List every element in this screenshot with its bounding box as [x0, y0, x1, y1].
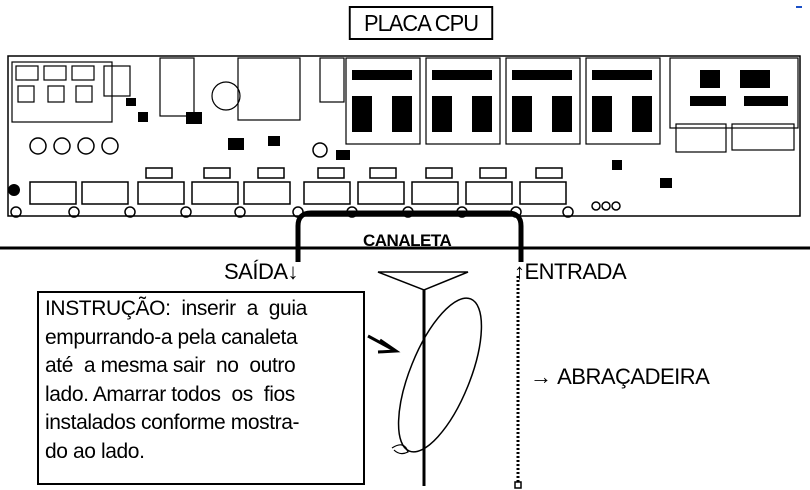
canaleta-label: CANALETA: [363, 231, 452, 250]
instruction-line: instalados conforme mostra-: [45, 411, 300, 434]
instruction-line: INSTRUÇÃO: inserir a guia: [45, 297, 307, 320]
abracadeira-text: ABRAÇADEIRA: [557, 364, 710, 389]
instruction-line: até a mesma sair no outro: [45, 354, 296, 377]
entrada-line: [514, 276, 522, 489]
board-components: [11, 57, 799, 153]
entrada-text: ENTRADA: [524, 259, 627, 284]
up-arrow-icon: ↑: [514, 259, 525, 284]
board-circles: [29, 137, 328, 158]
cpu-board: [7, 55, 801, 218]
board-title: PLACA CPU: [348, 6, 494, 40]
canaleta-channel: [295, 210, 524, 262]
cable-tie-illustration: [367, 271, 483, 486]
saida-label: SAÍDA↓: [224, 259, 299, 285]
corner-mark: [796, 0, 802, 8]
instruction-line: empurrando-a pela canaleta: [45, 325, 298, 349]
instruction-box: INSTRUÇÃO: inserir a guia empurrando-a p…: [37, 291, 365, 485]
abracadeira-label: → ABRAÇADEIRA: [530, 364, 710, 390]
board-dark-blocks: [8, 70, 788, 196]
instruction-line: do ao lado.: [45, 439, 145, 463]
board-connectors: [29, 167, 567, 205]
right-arrow-icon: →: [530, 364, 552, 389]
instruction-line: lado. Amarrar todos os fios: [45, 382, 295, 406]
entrada-label: ↑ENTRADA: [514, 259, 627, 285]
down-arrow-icon: ↓: [287, 259, 299, 284]
saida-text: SAÍDA: [224, 259, 288, 284]
